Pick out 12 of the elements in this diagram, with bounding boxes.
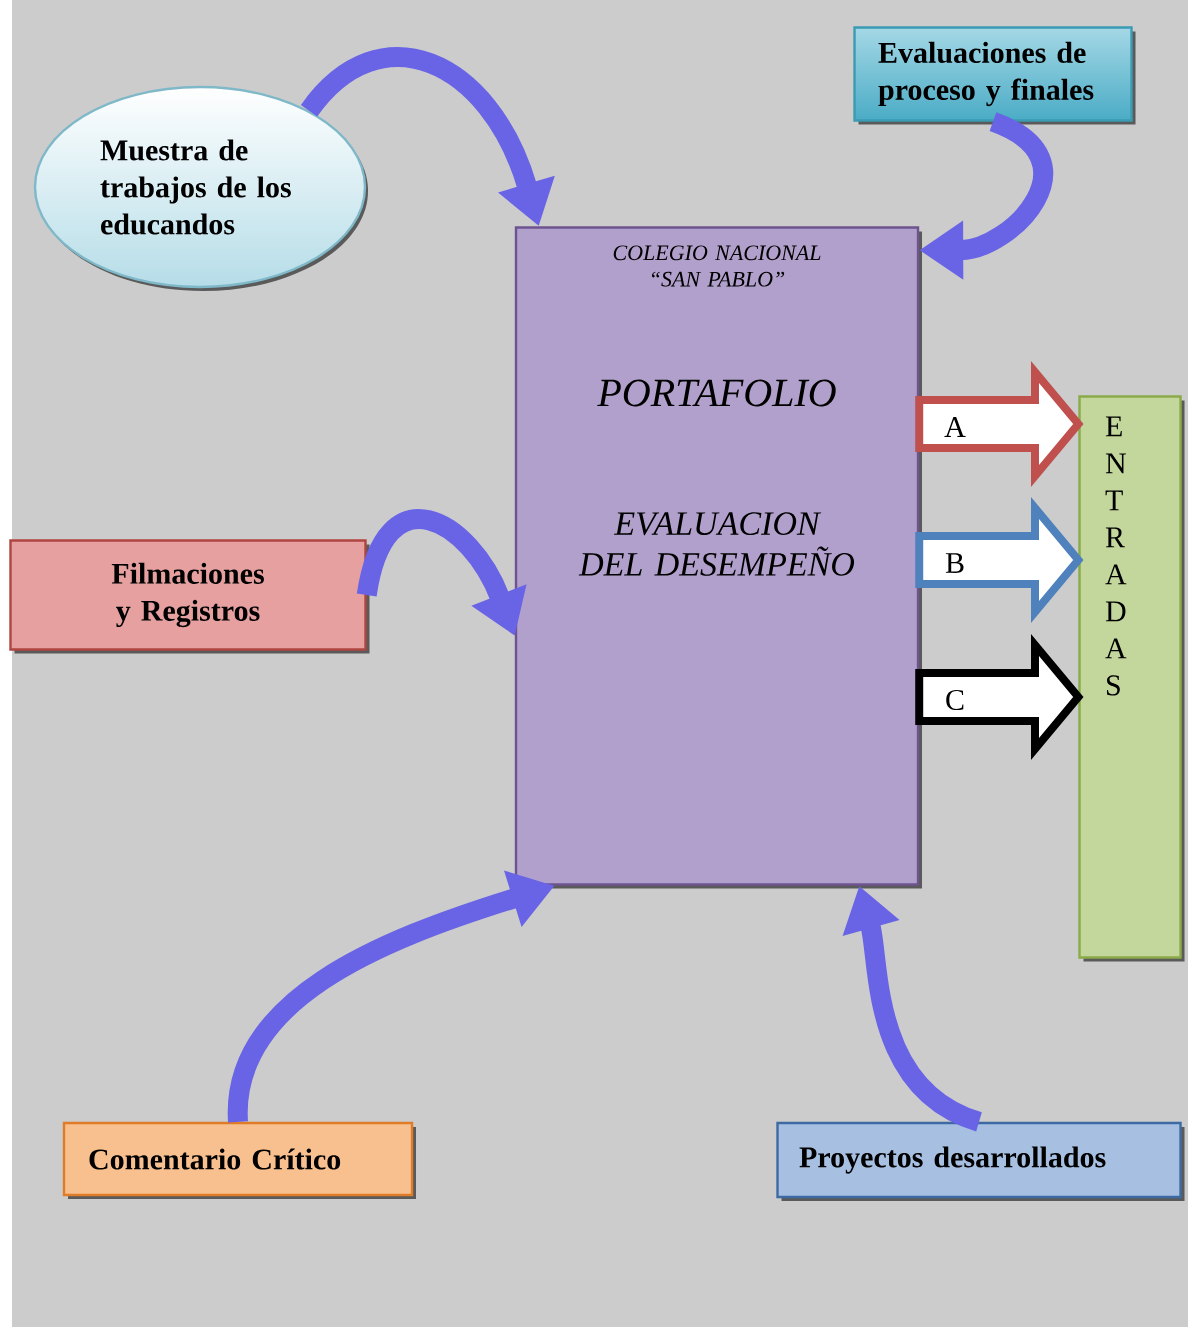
block-arrow (915, 496, 1084, 624)
entries-bar: E N T R A D A S (1078, 395, 1185, 962)
edge-label: A (944, 417, 966, 437)
label-box: Proyectos desarrollados (776, 1121, 1185, 1201)
edge-label: C (946, 689, 964, 711)
edge-label: B (945, 553, 964, 573)
block-arrow (915, 360, 1084, 488)
portfolio-box: COLEGIO NACIONAL “SAN PABLO” PORTAFOLIO EVALUACION DEL DESEMPEÑO (514, 226, 922, 889)
label-box: Comentario Crítico (62, 1121, 416, 1199)
label-box: Filmaciones y Registros (9, 539, 370, 654)
block-arrow (915, 633, 1084, 761)
label-box: Evaluaciones de proceso y finales (853, 26, 1136, 125)
